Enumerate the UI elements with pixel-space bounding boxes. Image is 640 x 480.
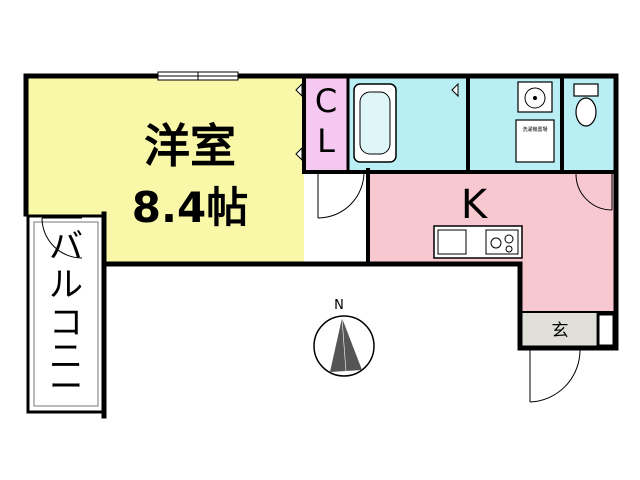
closet-label-l: L [317, 122, 335, 160]
closet [304, 78, 348, 170]
western-room-size: 8.4帖 [132, 183, 248, 232]
svg-text:ー: ー [49, 367, 83, 407]
toilet-door [575, 173, 613, 211]
western-room-label: 洋室 [144, 119, 236, 173]
balcony-inner-line [33, 221, 99, 407]
shoe-box [596, 312, 616, 348]
svg-text:バ: バ [49, 227, 83, 267]
sink-icon [437, 229, 467, 255]
compass-label: N [334, 298, 344, 313]
entrance [522, 312, 596, 346]
room-door [317, 171, 365, 219]
closet-label-c: C [315, 82, 337, 120]
laundry-space: 洗濯機置場 [515, 119, 555, 163]
wash-basin-icon [517, 81, 553, 113]
wall-marks [295, 82, 459, 162]
entrance-door [529, 349, 581, 403]
balcony-label: バ ル コ ニ ー [49, 227, 83, 407]
walls [23, 73, 619, 419]
svg-text:ニ: ニ [49, 337, 83, 377]
svg-text:ル: ル [49, 265, 83, 305]
laundry-label: 洗濯機置場 [522, 126, 547, 133]
compass: N [313, 298, 375, 377]
balcony-door [41, 217, 83, 259]
bathtub-icon [353, 83, 397, 163]
window [157, 71, 239, 81]
kitchen-label: K [461, 182, 489, 228]
kitchen-counter [433, 225, 523, 259]
toilet-icon [573, 83, 599, 127]
compass-needle-icon [330, 318, 362, 372]
svg-text:コ: コ [49, 303, 83, 343]
entrance-label: 玄 [552, 321, 569, 341]
